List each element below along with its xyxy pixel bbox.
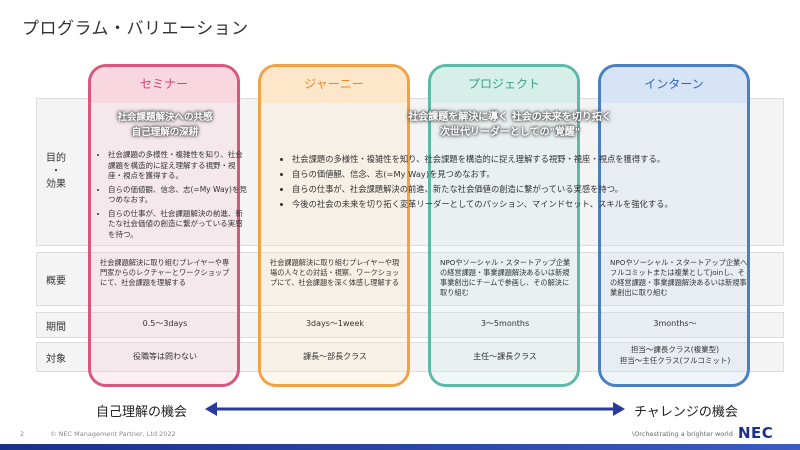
column-intern: インターン (598, 64, 750, 387)
column-project: プロジェクト (428, 64, 580, 387)
axis-right-label: チャレンジの機会 (634, 405, 738, 420)
period-intern: 3months～ (653, 319, 697, 328)
row-label-purpose: 目的 ・ 効果 (46, 153, 66, 190)
column-header-project: プロジェクト (431, 67, 577, 103)
seminar-headline-line-2: 自己理解の深耕 (131, 127, 199, 138)
row-label-target: 対象 (46, 354, 66, 365)
copyright: © NEC Management Partner, Ltd 2022 (50, 430, 176, 438)
seminar-purpose-headline: 社会課題解決への共感 自己理解の深耕 (90, 110, 240, 140)
seminar-headline-line-1: 社会課題解決への共感 (117, 112, 213, 123)
overview-seminar: 社会課題解決に取り組むプレイヤーや専門家からのレクチャーとワークショップにて、社… (100, 258, 230, 287)
overview-intern: NPOやソーシャル・スタートアップ企業へフルコミットまたは複業としてjoinし、… (610, 258, 748, 297)
list-item: 自らの価値観、信念、志(=My Way)を見つめなおす。 (292, 167, 772, 182)
list-item: 自らの仕事が、社会課題解決の前進、新たな社会価値の創造に繋がっている実感を持つ。 (292, 182, 772, 197)
list-item: 社会課題の多様性・複雑性を知り、社会課題を構造的に捉え理解する視野・視座・視点を… (292, 152, 772, 167)
row-label-period: 期間 (46, 322, 66, 333)
seminar-purpose-list: 社会課題の多様性・複雑性を知り、社会課題を構造的に捉え理解する視野・視座・視点を… (96, 150, 248, 243)
list-item: 自らの仕事が、社会課題解決の前進、新たな社会価値の創造に繋がっている実感を持つ。 (108, 209, 248, 241)
overview-row-band (36, 252, 784, 306)
double-arrow-icon (205, 402, 625, 416)
tagline: \Orchestrating a brighter world (632, 430, 733, 438)
period-seminar: 0.5～3days (142, 319, 188, 328)
column-header-journey: ジャーニー (261, 67, 407, 103)
wide-purpose-list: 社会課題の多様性・複雑性を知り、社会課題を構造的に捉え理解する視野・視座・視点を… (280, 152, 772, 212)
column-journey: ジャーニー (258, 64, 410, 387)
period-project: 3～5months (480, 319, 530, 328)
overview-project: NPOやソーシャル・スタートアップ企業の経営課題・事業課題解決あるいは新規事業創… (440, 258, 571, 297)
wide-headline-line-2: 次世代リーダーとしての"覚醒" (439, 127, 581, 138)
nec-logo: NEC (738, 424, 774, 442)
period-row-band (36, 312, 784, 338)
period-journey: 3days～1week (305, 319, 365, 328)
column-header-intern: インターン (601, 67, 747, 103)
target-intern: 担当～課長クラス(複業型) 担当～主任クラス(フルコミット) (619, 345, 731, 365)
list-item: 今後の社会の未来を切り拓く変革リーダーとしてのパッション、マインドセット、スキル… (292, 197, 772, 212)
target-row-band (36, 342, 784, 372)
wide-purpose-headline: 社会課題を解決に導く 社会の未来を切り拓く 次世代リーダーとしての"覚醒" (330, 110, 690, 140)
overview-journey: 社会課題解決に取り組むプレイヤーや現場の人々との対話・視察、ワークショップにて、… (270, 258, 400, 287)
page-title: プログラム・バリエーション (22, 19, 249, 39)
purpose-row-band (36, 98, 784, 246)
page-number: 2 (20, 430, 25, 438)
wide-headline-line-1: 社会課題を解決に導く 社会の未来を切り拓く (408, 112, 612, 123)
row-label-overview: 概要 (46, 276, 66, 287)
footer-bar (0, 444, 800, 450)
target-journey: 課長～部長クラス (303, 352, 367, 361)
target-seminar: 役職等は問わない (133, 352, 197, 361)
list-item: 自らの価値観、信念、志(=My Way)を見つめなおす。 (108, 185, 248, 206)
column-seminar: セミナー (88, 64, 240, 387)
axis-left-label: 自己理解の機会 (96, 405, 188, 420)
list-item: 社会課題の多様性・複雑性を知り、社会課題を構造的に捉え理解する視野・視座・視点を… (108, 150, 248, 182)
column-header-seminar: セミナー (91, 67, 237, 103)
target-project: 主任～課長クラス (473, 352, 537, 361)
